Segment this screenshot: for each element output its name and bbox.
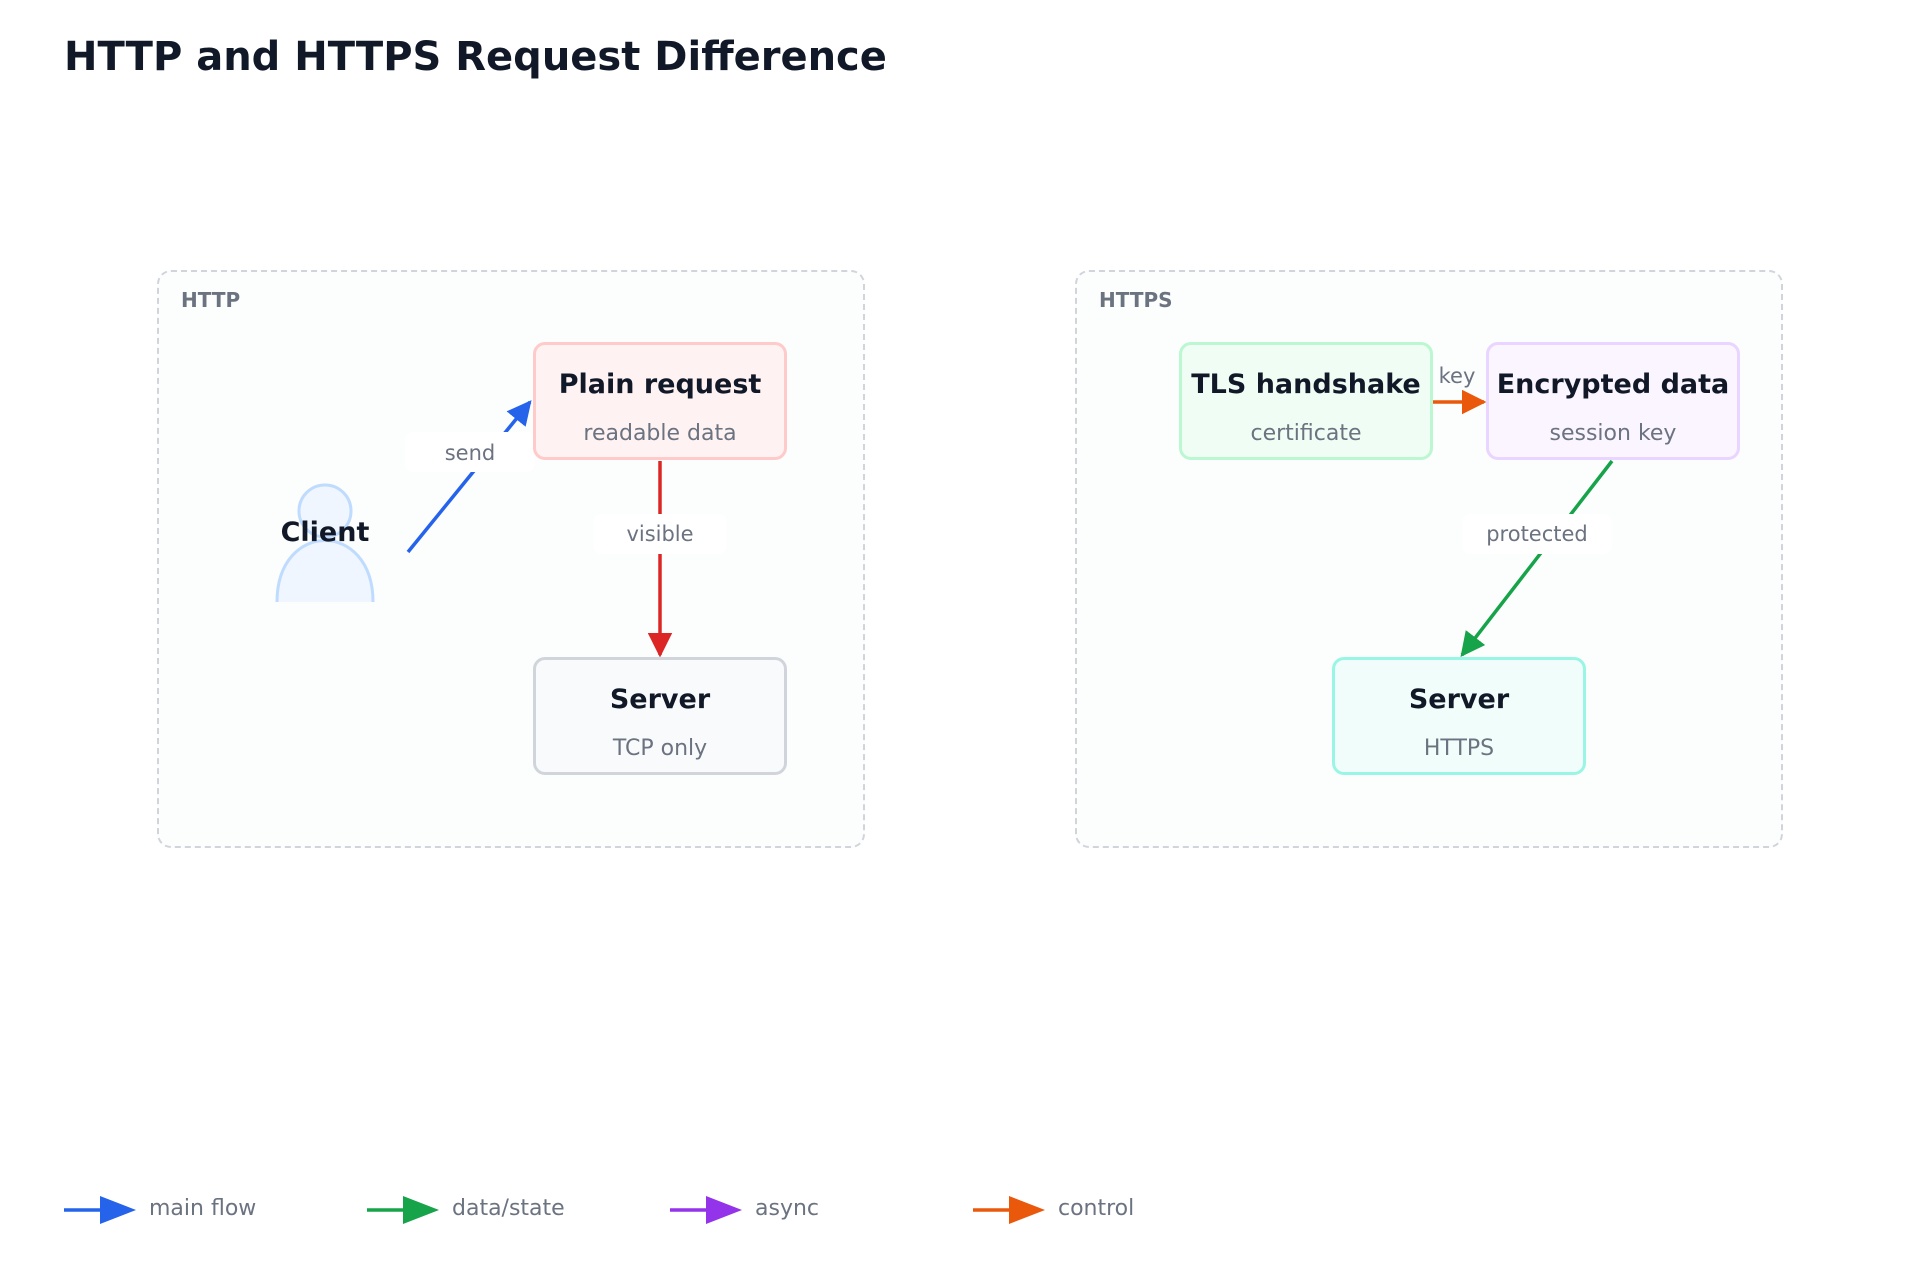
legend-data-state-arrow-icon [367,1196,439,1224]
plain-request-node: Plain request readable data [533,342,787,460]
tls-handshake-title: TLS handshake [1191,369,1421,400]
legend-async-arrow-icon [670,1196,742,1224]
https-server-node: Server HTTPS [1332,657,1586,775]
legend-async: async [670,1190,819,1230]
http-server-node: Server TCP only [533,657,787,775]
https-group-label: HTTPS [1099,288,1173,312]
legend-control-label: control [1058,1196,1135,1221]
encrypted-data-subtitle: session key [1549,421,1677,446]
page-title: HTTP and HTTPS Request Difference [64,34,887,80]
legend-control: control [973,1190,1134,1230]
legend-control-arrow-icon [973,1196,1045,1224]
edge-send [406,400,532,554]
client-person-icon [275,483,375,603]
http-server-title: Server [609,684,711,715]
plain-request-subtitle: readable data [583,421,737,446]
tls-handshake-node: TLS handshake certificate [1179,342,1433,460]
legend-async-label: async [755,1196,820,1221]
legend-data-state: data/state [367,1190,565,1230]
https-server-title: Server [1408,684,1510,715]
legend-main-flow: main flow [64,1190,256,1230]
edge-protected [1460,459,1614,657]
legend-main-flow-arrow-icon [64,1196,136,1224]
http-group-label: HTTP [181,288,241,312]
encrypted-data-node: Encrypted data session key [1486,342,1740,460]
edge-key-label: key [1439,364,1476,388]
legend-data-state-label: data/state [452,1196,565,1221]
https-server-subtitle: HTTPS [1423,736,1495,761]
edge-visible-label: visible [626,522,693,546]
edge-protected-label: protected [1486,522,1588,546]
client-label: Client [280,517,370,548]
http-server-subtitle: TCP only [612,736,708,761]
legend-main-flow-label: main flow [149,1196,257,1221]
encrypted-data-title: Encrypted data [1496,369,1730,400]
tls-handshake-subtitle: certificate [1250,421,1362,446]
plain-request-title: Plain request [558,369,762,400]
edge-send-label: send [445,441,496,465]
